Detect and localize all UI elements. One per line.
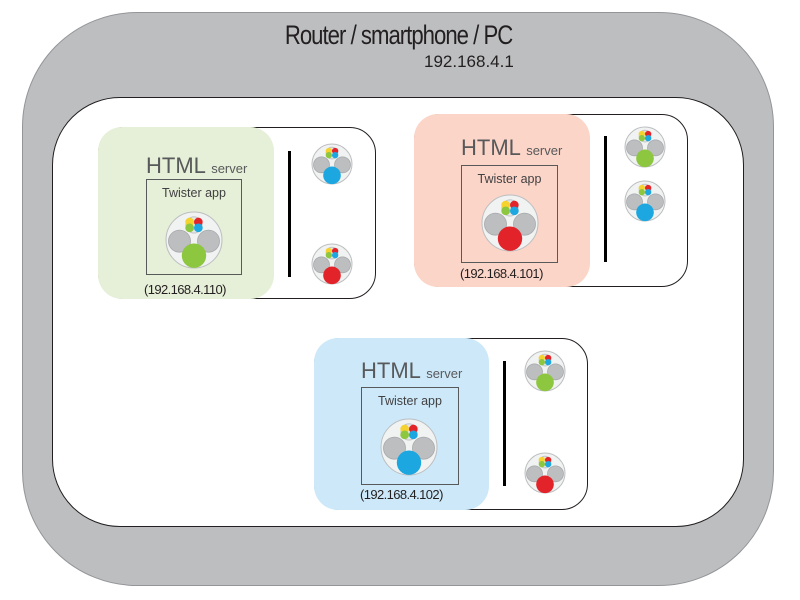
- twister-spinner-icon: [380, 418, 438, 476]
- twister-app-label: Twister app: [477, 172, 542, 186]
- divider-line: [288, 151, 291, 277]
- server-label: HTML server: [146, 153, 247, 179]
- server-ip-label: (192.168.4.110): [144, 282, 226, 297]
- twister-spinner-icon: [481, 194, 539, 252]
- server-label-suffix: server: [526, 143, 563, 158]
- divider-line: [604, 136, 607, 262]
- node-1: HTML server Twister app (192.168.4.110): [98, 127, 376, 299]
- client-spinner-icon: [311, 243, 353, 285]
- client-spinner-icon: [524, 452, 566, 494]
- server-label-main: HTML: [461, 135, 521, 160]
- server-ip-label: (192.168.4.101): [460, 266, 543, 281]
- server-label-suffix: server: [211, 161, 248, 176]
- divider-line: [503, 361, 506, 486]
- server-label-suffix: server: [426, 366, 463, 381]
- twister-app-label: Twister app: [162, 186, 226, 200]
- twister-app-frame: Twister app: [361, 387, 459, 485]
- twister-app-frame: Twister app: [146, 179, 242, 275]
- server-label-main: HTML: [361, 358, 421, 383]
- client-spinner-icon: [624, 126, 666, 168]
- router-title: Router / smartphone / PC: [284, 20, 513, 50]
- client-spinner-icon: [524, 350, 566, 392]
- node-3: HTML server Twister app (192.168.4.102): [314, 338, 588, 510]
- server-label: HTML server: [461, 135, 562, 161]
- router-ip: 192.168.4.1: [424, 52, 514, 71]
- node-2: HTML server Twister app (192.168.4.101): [414, 114, 688, 287]
- server-label-main: HTML: [146, 153, 206, 178]
- server-label: HTML server: [361, 358, 462, 384]
- client-spinner-icon: [624, 180, 666, 222]
- server-ip-label: (192.168.4.102): [360, 487, 443, 502]
- twister-spinner-icon: [165, 211, 223, 269]
- twister-app-label: Twister app: [378, 394, 442, 408]
- twister-app-frame: Twister app: [461, 165, 558, 263]
- client-spinner-icon: [311, 143, 353, 185]
